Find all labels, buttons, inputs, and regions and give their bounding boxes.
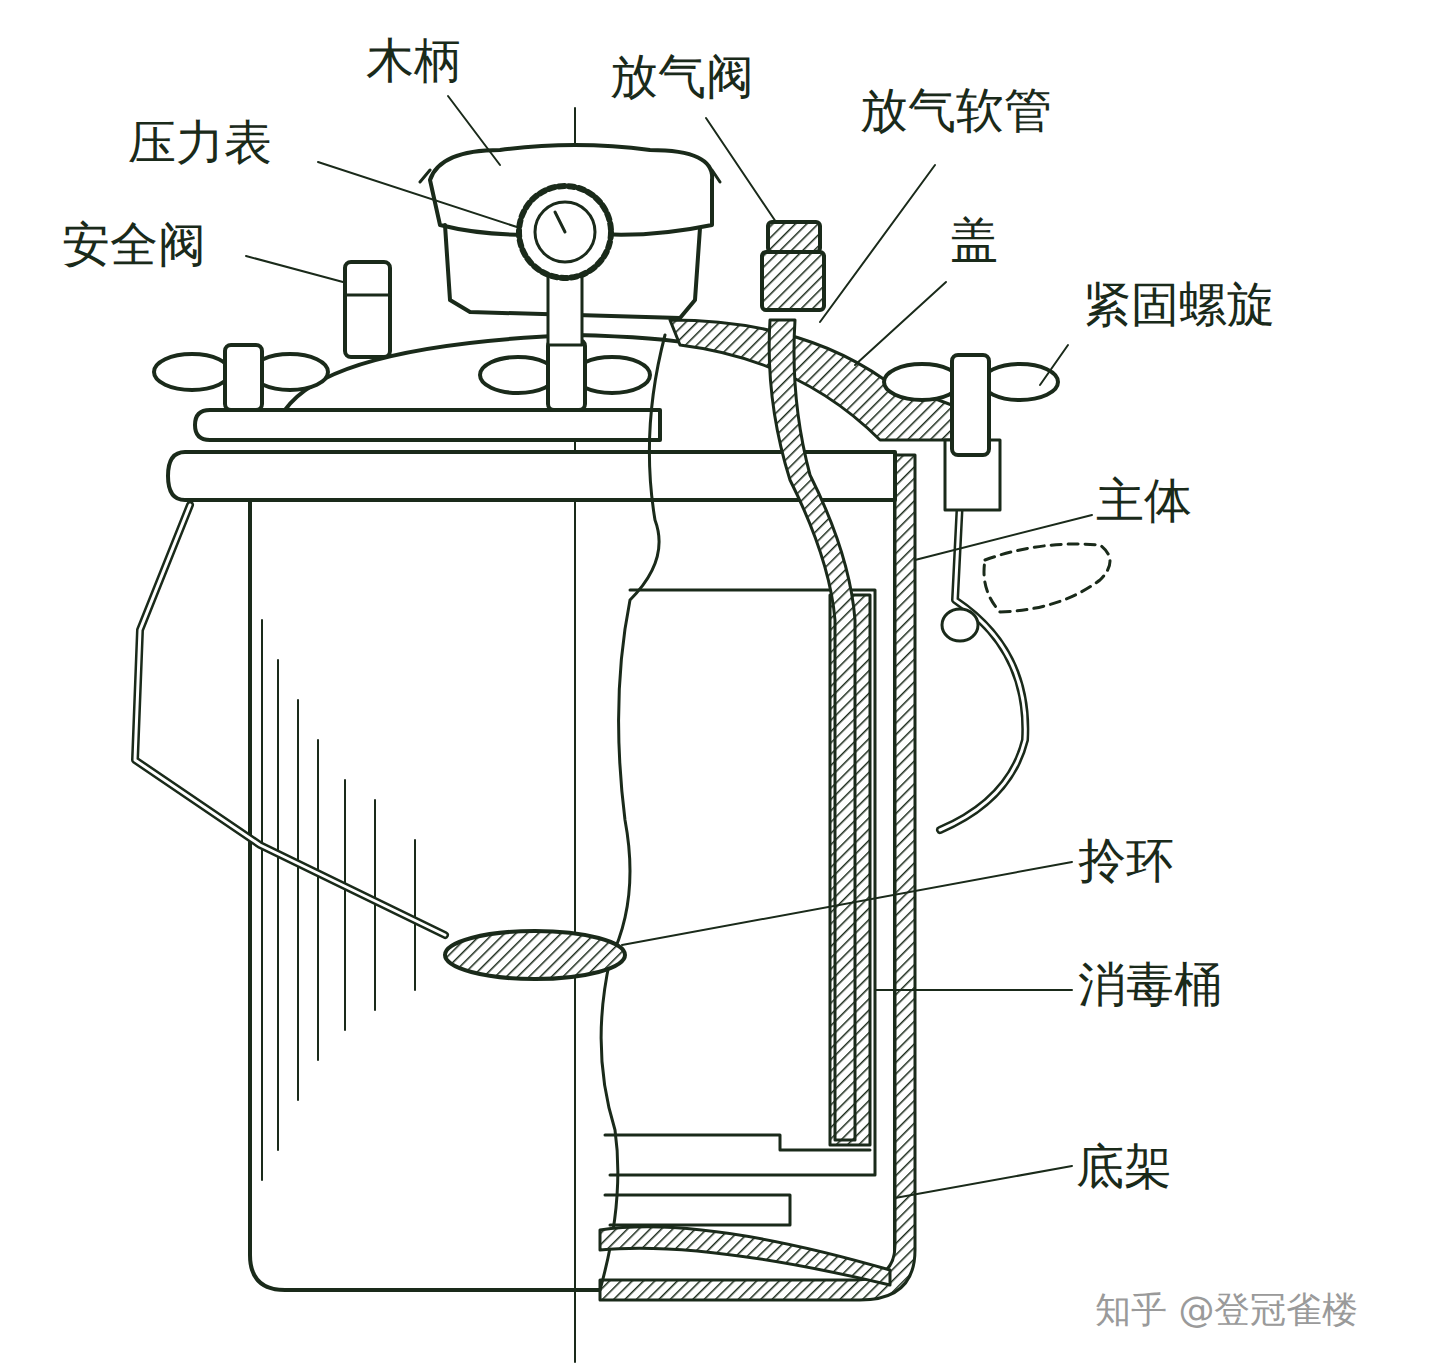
safety-valve [345, 262, 390, 357]
gauge-stem [548, 270, 582, 345]
part-label: 放气软管 [860, 84, 1052, 137]
thumb-dashed [984, 544, 1110, 612]
wing-nut [480, 340, 650, 410]
frame-line [605, 1135, 870, 1150]
lifting-ring [445, 931, 625, 979]
part-label: 盖 [950, 214, 998, 267]
body-outline [250, 500, 895, 1290]
frame-base [600, 1227, 890, 1285]
left-handle [135, 505, 445, 935]
part-label: 消毒桶 [1078, 958, 1222, 1011]
hose [769, 320, 855, 1140]
part-label: 拎环 [1078, 834, 1174, 887]
left-handle [135, 505, 445, 935]
release-valve [762, 252, 824, 310]
pressure-gauge [519, 186, 611, 278]
release-valve [768, 222, 820, 252]
part-label: 放气阀 [610, 50, 754, 103]
part-label: 底架 [1076, 1140, 1172, 1193]
part-label: 紧固螺旋 [1083, 278, 1275, 331]
shading [262, 620, 415, 1180]
part-label: 木柄 [366, 34, 462, 87]
lid-section [670, 320, 965, 440]
wing-nut [154, 345, 328, 410]
frame-line [605, 1195, 790, 1225]
watermark: 知乎 @登冠雀楼 [1095, 1290, 1358, 1330]
part-label: 主体 [1096, 474, 1192, 527]
lid-rim [195, 410, 660, 440]
wing-nut [884, 355, 1058, 455]
handle-grip [942, 609, 978, 641]
cutaway-edge [600, 335, 665, 1290]
part-label: 压力表 [128, 116, 272, 169]
outer-wall [600, 455, 915, 1300]
part-label: 安全阀 [62, 218, 206, 271]
leader-line [246, 96, 1092, 1198]
